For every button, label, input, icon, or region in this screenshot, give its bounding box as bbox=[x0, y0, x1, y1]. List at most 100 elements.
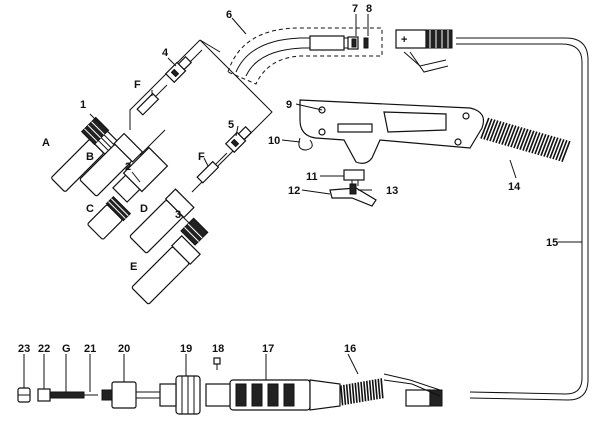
spring-coil bbox=[522, 129, 532, 151]
label-f-upper: F bbox=[134, 79, 141, 91]
spring-coil bbox=[552, 138, 562, 160]
spring-coil bbox=[365, 380, 370, 401]
spring-coil bbox=[342, 384, 347, 405]
spring-coil bbox=[537, 133, 547, 156]
label-15: 15 bbox=[546, 237, 558, 249]
trigger-spring-10 bbox=[298, 137, 313, 151]
leader-lines bbox=[23, 14, 582, 392]
label-3: 3 bbox=[175, 209, 181, 221]
label-12: 12 bbox=[288, 185, 300, 197]
spring-coil bbox=[528, 131, 538, 153]
plug-plus-mark: + bbox=[401, 34, 407, 46]
label-2: 2 bbox=[125, 161, 131, 173]
label-1: 1 bbox=[80, 99, 86, 111]
label-10: 10 bbox=[268, 135, 280, 147]
spring-coil bbox=[561, 140, 571, 163]
spring-coil bbox=[480, 117, 490, 139]
power-cable-15 bbox=[456, 37, 589, 401]
label-b: B bbox=[86, 151, 94, 163]
rear-handle-17 bbox=[205, 379, 341, 411]
spring-coil bbox=[498, 122, 508, 145]
spring-coil bbox=[555, 139, 565, 161]
label-18: 18 bbox=[212, 343, 224, 355]
gas-diffuser-5 bbox=[224, 125, 253, 154]
spring-coil bbox=[534, 133, 544, 155]
spring-coil bbox=[525, 130, 535, 152]
trigger-spring-13 bbox=[349, 183, 357, 195]
spring-coil bbox=[519, 128, 529, 151]
spring-coil bbox=[360, 381, 364, 402]
label-f-lower: F bbox=[198, 151, 205, 163]
spring-coil bbox=[531, 132, 541, 154]
locking-nut-19 bbox=[159, 375, 201, 415]
insulator-2 bbox=[112, 146, 169, 203]
spring-coil bbox=[351, 383, 355, 404]
spring-coil bbox=[543, 135, 553, 157]
nozzle-adapter-1 bbox=[80, 116, 110, 146]
spring-coil bbox=[513, 127, 523, 149]
label-19: 19 bbox=[180, 343, 192, 355]
bottom-cable-plug bbox=[383, 373, 443, 407]
cable-support-spring-14 bbox=[480, 117, 571, 163]
gas-nozzle-d bbox=[129, 188, 195, 254]
label-13: 13 bbox=[386, 185, 398, 197]
label-8: 8 bbox=[366, 3, 372, 15]
cap-23 bbox=[17, 387, 31, 403]
spring-coil bbox=[345, 384, 350, 405]
spring-coil bbox=[495, 121, 505, 144]
label-23: 23 bbox=[18, 343, 30, 355]
spring-coil bbox=[354, 382, 358, 403]
spring-coil bbox=[504, 124, 514, 146]
spring-coil bbox=[486, 119, 496, 141]
label-6: 6 bbox=[226, 9, 232, 21]
spring-coil bbox=[380, 378, 384, 399]
spring-coil bbox=[501, 123, 511, 145]
label-d: D bbox=[140, 203, 148, 215]
spring-coil bbox=[368, 380, 373, 401]
spring-coil bbox=[483, 118, 493, 140]
spring-coil bbox=[374, 379, 378, 400]
torch-handle-9 bbox=[299, 99, 485, 164]
spring-coil bbox=[348, 383, 353, 404]
label-22: 22 bbox=[38, 343, 50, 355]
gas-nozzle-b bbox=[79, 132, 144, 197]
nut-22 bbox=[37, 388, 51, 402]
spring-coil bbox=[489, 120, 499, 142]
contact-tip-f-lower bbox=[196, 152, 228, 184]
label-11: 11 bbox=[306, 171, 318, 183]
nozzle-adapter-3 bbox=[180, 217, 209, 246]
label-16: 16 bbox=[344, 343, 356, 355]
spring-coil bbox=[492, 121, 502, 143]
label-g: G bbox=[62, 343, 71, 355]
label-20: 20 bbox=[118, 343, 130, 355]
spring-coil bbox=[363, 381, 367, 402]
spring-coil bbox=[549, 137, 559, 159]
neck-o-ring-8 bbox=[363, 37, 369, 49]
contact-tip-f-upper bbox=[136, 84, 168, 116]
spring-coil bbox=[507, 125, 517, 147]
screw-18 bbox=[213, 357, 221, 370]
spring-coil bbox=[546, 136, 556, 158]
central-connector-20 bbox=[101, 381, 160, 409]
label-7: 7 bbox=[352, 3, 358, 15]
gas-diffuser-4 bbox=[164, 55, 193, 84]
label-21: 21 bbox=[84, 343, 96, 355]
label-a: A bbox=[42, 137, 50, 149]
spring-coil bbox=[357, 382, 361, 403]
spring-coil bbox=[371, 379, 376, 400]
gas-nozzle-c bbox=[87, 195, 132, 240]
spring-coil bbox=[558, 139, 568, 162]
neck-nut-7 bbox=[347, 36, 359, 50]
label-5: 5 bbox=[228, 119, 234, 131]
liner-g bbox=[49, 391, 85, 399]
cable-spring-16 bbox=[337, 378, 384, 406]
spring-coil bbox=[377, 378, 381, 399]
cable-plug-top: + bbox=[395, 29, 453, 73]
label-14: 14 bbox=[508, 181, 521, 193]
swan-neck-6 bbox=[227, 27, 383, 85]
spring-coil bbox=[510, 126, 520, 148]
spring-coil bbox=[516, 127, 526, 150]
spring-coil bbox=[340, 385, 344, 406]
gas-nozzle-e bbox=[131, 235, 201, 305]
